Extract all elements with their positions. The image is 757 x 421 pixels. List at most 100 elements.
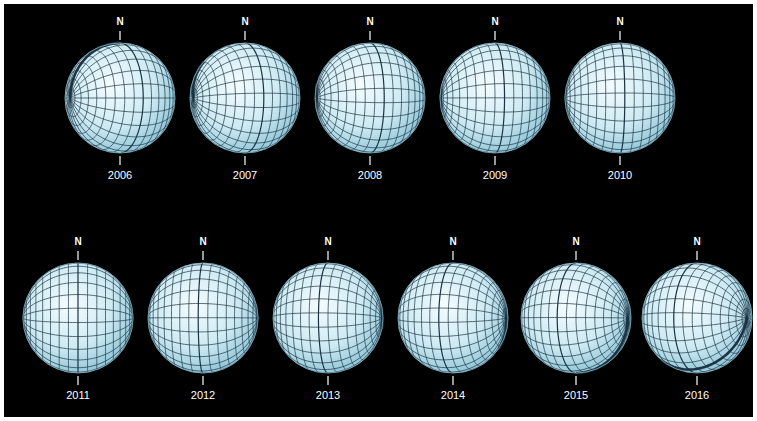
globe-disc bbox=[315, 43, 425, 153]
parallel bbox=[486, 44, 495, 152]
parallel bbox=[321, 71, 331, 126]
parallel bbox=[668, 71, 670, 125]
pole-dot bbox=[380, 316, 384, 320]
globe bbox=[440, 31, 550, 165]
globe-disc bbox=[273, 263, 383, 373]
globe-disc bbox=[521, 263, 631, 373]
parallel bbox=[523, 51, 530, 146]
parallel bbox=[318, 263, 328, 373]
parallel bbox=[447, 71, 453, 126]
parallel bbox=[113, 276, 114, 360]
axis-tick bbox=[327, 251, 328, 260]
parallel bbox=[729, 291, 750, 346]
axis-tick bbox=[575, 376, 576, 385]
axis-tick bbox=[369, 156, 370, 165]
parallel bbox=[120, 43, 143, 153]
axis-tick bbox=[119, 31, 120, 40]
axis-tick bbox=[619, 156, 620, 165]
meridian bbox=[193, 48, 288, 98]
parallel bbox=[87, 264, 88, 372]
north-label: N bbox=[366, 16, 373, 28]
parallel bbox=[131, 44, 152, 152]
parallel bbox=[68, 264, 69, 372]
pole-dot bbox=[504, 316, 508, 320]
year-label: 2015 bbox=[564, 389, 588, 401]
axis-tick bbox=[244, 156, 245, 165]
parallel bbox=[142, 47, 159, 148]
parallel bbox=[317, 79, 325, 117]
parallel bbox=[96, 266, 97, 369]
globe-disc bbox=[565, 43, 675, 153]
parallel bbox=[265, 47, 280, 149]
parallel bbox=[672, 80, 673, 116]
meridian bbox=[317, 63, 424, 98]
meridian bbox=[193, 98, 284, 150]
globe-disc bbox=[190, 43, 300, 153]
globe-rim bbox=[190, 43, 300, 153]
parallel bbox=[315, 88, 320, 107]
parallel bbox=[620, 43, 625, 153]
parallel bbox=[74, 63, 97, 134]
axis-tick bbox=[452, 376, 453, 385]
parallel bbox=[414, 65, 420, 131]
globe bbox=[273, 251, 384, 385]
axis-tick bbox=[202, 376, 203, 385]
parallel bbox=[167, 69, 173, 126]
parallel bbox=[656, 56, 659, 140]
parallel bbox=[180, 266, 184, 369]
north-label: N bbox=[449, 236, 456, 248]
globe bbox=[398, 251, 508, 385]
parallel bbox=[503, 308, 508, 327]
parallel bbox=[538, 64, 543, 132]
globe-rim bbox=[565, 43, 675, 153]
meridian bbox=[441, 98, 550, 112]
parallel bbox=[171, 270, 175, 365]
meridian bbox=[400, 282, 507, 318]
parallel bbox=[120, 283, 121, 354]
year-label: 2011 bbox=[66, 389, 90, 401]
parallel bbox=[245, 43, 264, 153]
parallel bbox=[110, 44, 134, 152]
parallel bbox=[35, 283, 36, 354]
parallel bbox=[448, 264, 462, 372]
meridian bbox=[70, 98, 148, 151]
meridian bbox=[658, 268, 747, 318]
meridian bbox=[193, 98, 294, 143]
parallel bbox=[351, 46, 365, 149]
parallel bbox=[485, 283, 497, 354]
year-label: 2010 bbox=[608, 169, 632, 181]
background bbox=[4, 4, 753, 417]
meridian bbox=[193, 98, 297, 133]
parallel bbox=[595, 276, 613, 360]
parallel bbox=[293, 271, 300, 366]
parallel bbox=[683, 264, 707, 372]
meridian bbox=[149, 270, 258, 318]
meridian bbox=[399, 318, 506, 349]
parallel bbox=[505, 44, 514, 152]
parallel bbox=[407, 57, 415, 138]
meridian bbox=[273, 313, 382, 318]
parallel bbox=[492, 291, 502, 346]
globe-rim bbox=[65, 43, 175, 153]
globe bbox=[565, 31, 675, 165]
parallel bbox=[67, 88, 75, 107]
parallel bbox=[398, 51, 408, 145]
globe-rim bbox=[642, 263, 752, 373]
meridian bbox=[148, 317, 258, 318]
parallel bbox=[283, 58, 293, 138]
parallel bbox=[578, 63, 581, 134]
globe bbox=[315, 31, 425, 165]
parallel bbox=[421, 267, 433, 370]
parallel bbox=[363, 283, 370, 354]
parallel bbox=[26, 299, 27, 337]
axis-tick bbox=[494, 156, 495, 165]
parallel bbox=[158, 283, 161, 353]
meridian bbox=[649, 276, 747, 318]
meridian bbox=[273, 299, 382, 318]
parallel bbox=[720, 283, 743, 354]
parallel bbox=[624, 308, 631, 327]
globe-disc bbox=[642, 263, 752, 373]
parallel bbox=[390, 47, 402, 150]
parallel bbox=[711, 276, 735, 360]
axis-tick bbox=[77, 376, 78, 385]
